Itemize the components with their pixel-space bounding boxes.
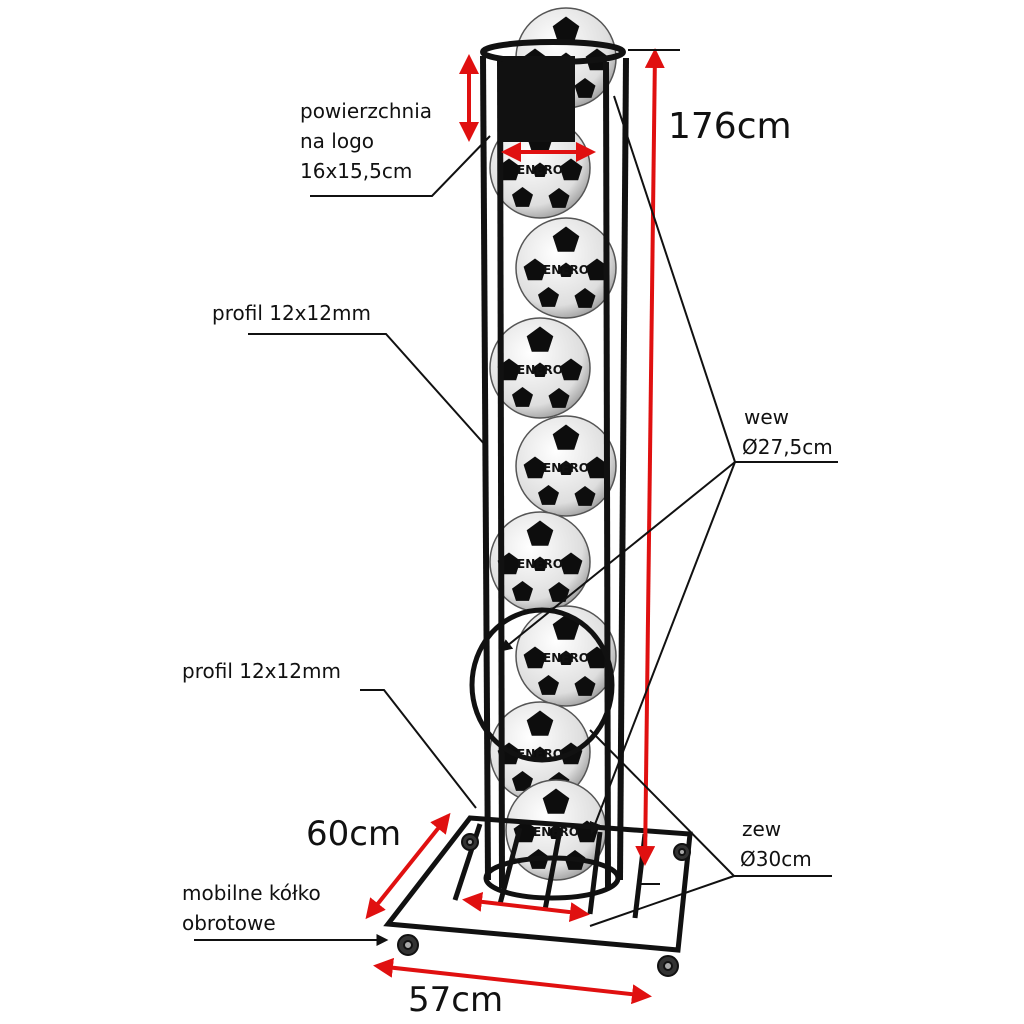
- football-icon: ENERO: [489, 317, 591, 419]
- height-label: 176cm: [668, 106, 792, 147]
- ball-brand-text: ENERO: [533, 825, 579, 839]
- logo-area-label: powierzchnia na logo 16x15,5cm: [300, 96, 432, 186]
- profile-bottom-label: profil 12x12mm: [182, 659, 341, 683]
- leader-lines: [194, 49, 838, 946]
- outer-diameter-line-1: zew: [742, 817, 782, 841]
- inner-diameter-label: wew Ø27,5cm: [742, 402, 833, 462]
- wheel-line-2: obrotowe: [182, 911, 276, 935]
- logo-area-line-3: 16x15,5cm: [300, 159, 413, 183]
- ball-brand-text: ENERO: [517, 163, 563, 177]
- profile-top-label: profil 12x12mm: [212, 301, 371, 325]
- ball-brand-text: ENERO: [543, 651, 589, 665]
- wheel-line-1: mobilne kółko: [182, 881, 321, 905]
- tower-frame: [469, 39, 629, 889]
- football-icon: ENERO: [515, 217, 617, 319]
- football-icon: ENERO: [515, 415, 617, 517]
- wheel-label: mobilne kółko obrotowe: [182, 878, 321, 938]
- wheel-icons: [397, 833, 691, 977]
- dimension-arrows: [365, 48, 665, 1005]
- football-icon: ENERO: [489, 511, 591, 613]
- ball-brand-text: ENERO: [543, 461, 589, 475]
- ball-brand-text: ENERO: [543, 263, 589, 277]
- outer-diameter-line-2: Ø30cm: [740, 847, 812, 871]
- inner-diameter-line-1: wew: [744, 405, 790, 429]
- outer-diameter-label: zew Ø30cm: [740, 814, 812, 874]
- ball-brand-text: ENERO: [517, 363, 563, 377]
- football-icon: ENERO: [505, 779, 607, 881]
- logo-plate: [503, 56, 575, 142]
- logo-area-line-2: na logo: [300, 129, 375, 153]
- logo-area-line-1: powierzchnia: [300, 99, 433, 123]
- ball-brand-text: ENERO: [517, 557, 563, 571]
- football-icon: ENERO: [515, 605, 617, 707]
- inner-diameter-line-2: Ø27,5cm: [742, 435, 833, 459]
- width-label: 57cm: [408, 980, 504, 1020]
- depth-label: 60cm: [306, 814, 402, 854]
